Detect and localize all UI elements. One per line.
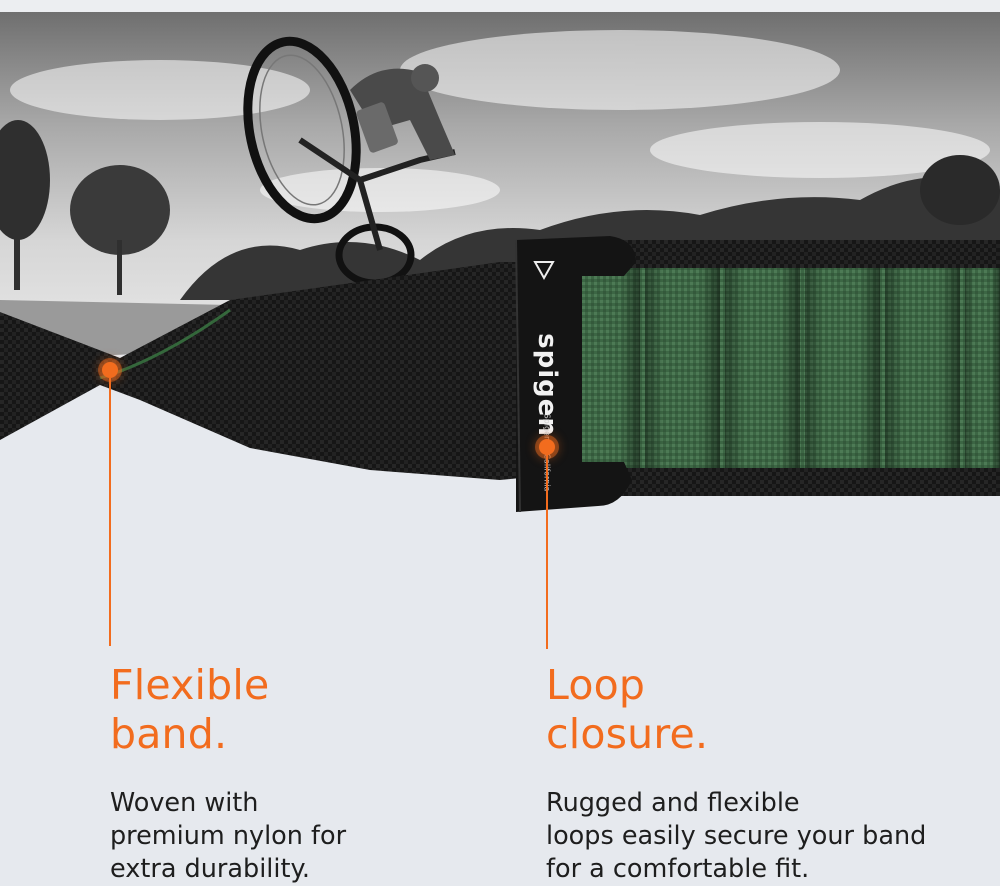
feature-title-line: Flexible xyxy=(110,661,270,709)
feature-desc-line: extra durability. xyxy=(110,854,311,884)
feature-title: Flexible band. xyxy=(110,661,346,759)
loop-closure-callout-line xyxy=(546,455,548,649)
feature-desc-line: Rugged and flexible xyxy=(546,788,800,818)
loop-closure-callout-dot xyxy=(539,439,555,455)
feature-desc-line: premium nylon for xyxy=(110,821,347,851)
flexible-band-callout-dot xyxy=(102,362,118,378)
feature-description: Woven with premium nylon for extra durab… xyxy=(110,787,346,886)
feature-desc-line: for a comfortable fit. xyxy=(546,854,810,884)
hero-image xyxy=(0,12,1000,513)
feature-title: Loop closure. xyxy=(546,661,926,759)
flexible-band-callout-line xyxy=(109,378,111,646)
feature-title-line: closure. xyxy=(546,710,709,758)
feature-desc-line: Woven with xyxy=(110,788,259,818)
feature-desc-line: loops easily secure your band xyxy=(546,821,927,851)
feature-loop-closure: Loop closure. Rugged and flexible loops … xyxy=(546,661,926,886)
green-band xyxy=(565,268,1000,468)
feature-title-line: Loop xyxy=(546,661,646,709)
feature-title-line: band. xyxy=(110,710,228,758)
triangle-icon xyxy=(533,261,555,281)
feature-description: Rugged and flexible loops easily secure … xyxy=(546,787,926,886)
feature-flexible-band: Flexible band. Woven with premium nylon … xyxy=(110,661,346,886)
black-strap xyxy=(0,262,520,480)
